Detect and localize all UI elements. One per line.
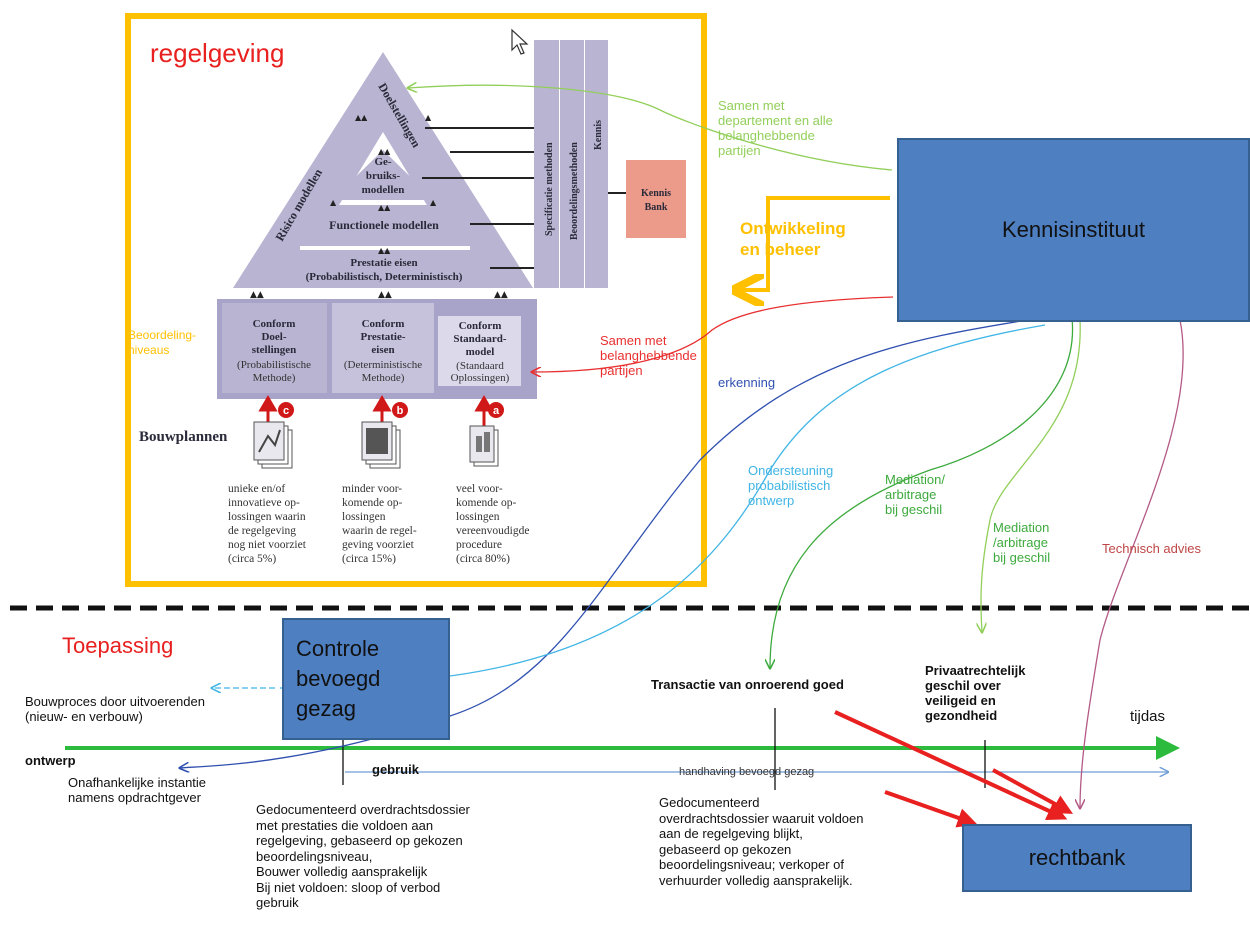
label-doelstellingen: Doelstellingen: [375, 81, 423, 151]
description-unique: unieke en/of innovatieve op- lossingen w…: [228, 483, 306, 565]
label-samen-departement: Samen met departement en alle belanghebb…: [718, 98, 833, 158]
arrow-samen-departement: [408, 85, 893, 171]
level-3-title-1: Conform: [459, 320, 502, 332]
arrow-samen-belang: [532, 296, 894, 372]
kennisbank-box: [626, 160, 686, 238]
label-mediation-1: Mediation/ arbitrage bij geschil: [885, 472, 945, 517]
column-label-specificatie: Specificatie methoden: [544, 142, 555, 236]
kennisbank-line-1: Kennis: [641, 188, 671, 199]
label-prestatie-1: Prestatie eisen: [350, 257, 417, 269]
pyramid-connectors: [422, 127, 626, 269]
description-veel: veel voor- komende op- lossingen vereenv…: [456, 483, 530, 565]
bouwplannen-label: Bouwplannen: [139, 429, 228, 445]
level-1-title-3: stellingen: [252, 344, 297, 356]
svg-text:▲: ▲: [425, 113, 432, 122]
arrow-ontwikkeling: [740, 196, 890, 290]
badge-a: a: [493, 405, 500, 417]
controle-label: Controle bevoegd gezag: [296, 636, 381, 721]
pyramid-prestatie: [282, 252, 486, 287]
label-toepassing: Toepassing: [62, 633, 174, 658]
kennisbank-line-2: Bank: [645, 202, 668, 213]
badge-b: b: [397, 405, 404, 417]
regelgeving-title: regelgeving: [150, 38, 285, 68]
description-minder: minder voor- komende op- lossingen waari…: [342, 483, 417, 565]
label-gebruiks-3: modellen: [362, 184, 405, 196]
document-icon-b: [361, 421, 401, 469]
column-specificatie: [534, 40, 559, 288]
level-1-sub-2: Methode): [253, 372, 296, 384]
label-gebruiks-1: Ge-: [374, 156, 391, 168]
svg-text:▲: ▲: [330, 198, 337, 207]
arrow-mediation1: [770, 317, 1074, 668]
label-dossier-2: Gedocumenteerd overdrachtsdossier waarui…: [659, 795, 864, 888]
arrow-technisch: [1080, 319, 1184, 808]
label-onafhankelijke: Onafhankelijke instantie namens opdracht…: [68, 775, 207, 805]
label-transactie: Transactie van onroerend goed: [651, 677, 844, 692]
regelgeving-frame: [125, 13, 707, 587]
label-functionele: Functionele modellen: [329, 218, 439, 232]
arrow-mediation2: [981, 319, 1081, 632]
kennisinstituut-box: Kennisinstituut: [897, 138, 1250, 322]
level-1-title-1: Conform: [253, 318, 296, 330]
label-gebruiks-2: bruiks-: [366, 170, 401, 182]
level-2-sub-1: (Deterministische: [344, 359, 422, 371]
badge-c: c: [283, 405, 289, 417]
arrow-erkenning: [180, 317, 1041, 768]
rechtbank-label: rechtbank: [1028, 845, 1126, 870]
document-icon-a: [469, 425, 499, 467]
svg-text:▲▲: ▲▲: [378, 147, 391, 156]
level-2-sub-2: Methode): [362, 372, 405, 384]
label-tijdas: tijdas: [1130, 708, 1166, 725]
label-ondersteuning: Ondersteuning probabilistisch ontwerp: [748, 463, 834, 508]
level-arrow-ticks: ▲▲ ▲▲ ▲▲ ▲▲ ▲▲ ▲▲ ▲▲ ▲ ▲ ▲: [250, 113, 508, 300]
pyramid-functionele: [300, 205, 466, 244]
column-beoordeling: [560, 40, 584, 288]
level-2-title-3: eisen: [371, 344, 394, 356]
cursor-icon: [511, 28, 529, 55]
beoordeling-niveaus-label: Beoordeling- niveaus: [128, 328, 197, 357]
label-gebruik: gebruik: [372, 762, 419, 777]
label-technisch: Technisch advies: [1102, 541, 1201, 556]
badges: [278, 402, 504, 418]
column-kennis: [585, 40, 608, 288]
label-prestatie-2: (Probabilistisch, Deterministisch): [306, 271, 463, 283]
label-risico: Risico modellen: [272, 166, 325, 243]
level-3-title-3: model: [466, 346, 495, 358]
label-dossier-1: Gedocumenteerd overdrachtsdossier met pr…: [256, 802, 470, 910]
column-label-beoordeling: Beoordelingsmethoden: [569, 142, 580, 240]
level-1-sub-1: (Probabilistische: [237, 359, 311, 371]
label-ontwerp: ontwerp: [25, 753, 76, 768]
svg-text:▲▲: ▲▲: [494, 290, 508, 300]
level-2-title-2: Prestatie-: [361, 331, 406, 343]
kennisinstituut-label: Kennisinstituut: [1001, 217, 1146, 242]
label-erkenning: erkenning: [718, 375, 776, 390]
level-3-sub-1: (Standaard: [456, 360, 504, 372]
level-3-sub-2: Oplossingen): [451, 372, 510, 384]
rechtbank-box: rechtbank: [962, 824, 1192, 892]
label-bouwproces: Bouwproces door uitvoerenden (nieuw- en …: [25, 694, 205, 724]
label-mediation-2: Mediation /arbitrage bij geschil: [993, 520, 1051, 565]
pyramid-gebruiks: [332, 150, 434, 200]
document-icon-c: [253, 421, 293, 469]
label-samen-belang: Samen met belanghebbende partijen: [600, 333, 697, 378]
svg-text:▲▲: ▲▲: [250, 290, 264, 300]
label-handhaving: handhaving bevoegd gezag: [679, 766, 815, 778]
svg-text:▲▲: ▲▲: [355, 113, 368, 122]
svg-text:▲▲: ▲▲: [378, 246, 391, 255]
column-label-kennis: Kennis: [593, 120, 604, 150]
level-1-title-2: Doel-: [261, 331, 286, 343]
level-3-title-2: Standaard-: [453, 333, 507, 345]
svg-text:▲▲: ▲▲: [378, 203, 391, 212]
red-arrows-rechtbank: [834, 710, 1074, 828]
controle-box: Controle bevoegd gezag: [282, 618, 450, 740]
label-ontwikkeling: Ontwikkeling en beheer: [740, 219, 846, 259]
svg-text:▲: ▲: [430, 198, 437, 207]
label-privaat: Privaatrechtelijk geschil over veiligeid…: [925, 663, 1026, 723]
level-2-title-1: Conform: [362, 318, 405, 330]
svg-text:▲▲: ▲▲: [378, 290, 392, 300]
